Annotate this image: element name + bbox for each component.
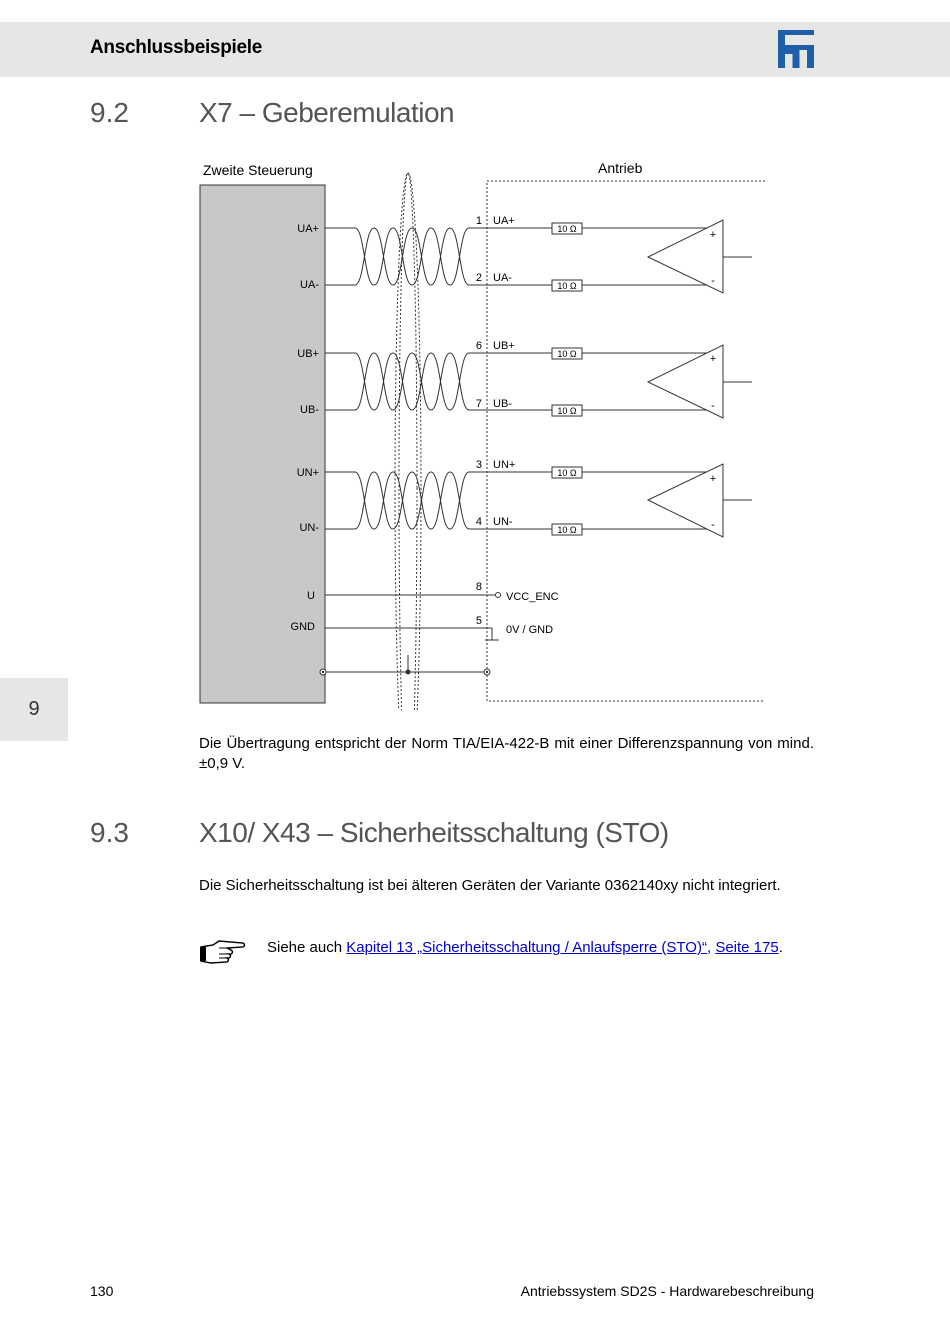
amp-plus: + <box>710 229 716 241</box>
section-title: X10/ X43 – Sicherheitsschaltung (STO) <box>199 817 669 848</box>
drive-signal-label: 0V / GND <box>506 624 553 636</box>
wiring-diagram: Zweite Steuerung Antrieb UA+ UA- UB+ UB-… <box>199 160 765 710</box>
drive-signal-label: UB+ <box>493 340 515 352</box>
pin-number: 5 <box>476 615 482 627</box>
drive-signal-label: UN- <box>493 516 513 528</box>
chapter-tab: 9 <box>0 678 68 741</box>
pin-number: 2 <box>476 272 482 284</box>
amp-minus: - <box>711 519 715 531</box>
twisted-wire <box>354 471 470 530</box>
document-title: Antriebssystem SD2S - Hardwarebeschreibu… <box>520 1283 814 1299</box>
drive-signal-label: UA+ <box>493 215 515 227</box>
pin-number: 6 <box>476 340 482 352</box>
signal-label: UN+ <box>297 467 319 479</box>
drive-signal-label: VCC_ENC <box>506 591 559 603</box>
pin-number: 4 <box>476 516 482 528</box>
resistor-label: 10 Ω <box>557 224 577 234</box>
signal-label: UB+ <box>297 348 319 360</box>
twisted-pairs <box>354 227 470 530</box>
note-suffix: . <box>778 939 783 956</box>
pin-number: 1 <box>476 215 482 227</box>
section-title: X7 – Geberemulation <box>199 97 455 128</box>
resistor-label: 10 Ω <box>557 525 577 535</box>
company-logo-icon <box>778 30 814 68</box>
pointing-hand-icon <box>200 940 246 964</box>
see-also-note: Siehe auch Kapitel 13 „Sicherheitsschalt… <box>267 938 810 958</box>
twisted-wire <box>354 352 470 411</box>
signal-label: U <box>307 590 315 602</box>
twisted-wire <box>354 471 470 530</box>
section-number: 9.3 <box>90 817 129 848</box>
resistor-label: 10 Ω <box>557 349 577 359</box>
twisted-wire <box>354 227 470 286</box>
signal-label: UA+ <box>297 223 319 235</box>
amp-plus: + <box>710 353 716 365</box>
chapter-link[interactable]: Kapitel 13 „Sicherheitsschaltung / Anlau… <box>346 939 712 956</box>
signal-label: UA- <box>300 279 319 291</box>
twisted-wire <box>354 227 470 286</box>
amp-minus: - <box>711 400 715 412</box>
signal-label: UN- <box>299 522 319 534</box>
pin-number: 7 <box>476 398 482 410</box>
signal-label: UB- <box>300 404 319 416</box>
note-prefix: Siehe auch <box>267 939 347 956</box>
resistor-label: 10 Ω <box>557 281 577 291</box>
page-link[interactable]: Seite 175 <box>715 939 779 956</box>
signal-label: GND <box>291 621 316 633</box>
pin-number: 3 <box>476 459 482 471</box>
header-title: Anschlussbeispiele <box>90 37 263 58</box>
pin-number: 8 <box>476 581 482 593</box>
right-block-label: Antrieb <box>598 160 643 176</box>
resistor-label: 10 Ω <box>557 406 577 416</box>
amp-minus: - <box>711 275 715 287</box>
resistor-label: 10 Ω <box>557 468 577 478</box>
section-number: 9.2 <box>90 97 129 128</box>
drive-signal-label: UA- <box>493 272 512 284</box>
left-block-label: Zweite Steuerung <box>203 162 313 178</box>
paragraph-sto: Die Sicherheitsschaltung ist bei älteren… <box>199 877 781 894</box>
amp-plus: + <box>710 473 716 485</box>
drive-signal-label: UN+ <box>493 459 515 471</box>
paragraph-transmission: Die Übertragung entspricht der Norm TIA/… <box>199 735 814 772</box>
page-number: 130 <box>90 1283 114 1299</box>
drive-signal-label: UB- <box>493 398 512 410</box>
twisted-wire <box>354 352 470 411</box>
